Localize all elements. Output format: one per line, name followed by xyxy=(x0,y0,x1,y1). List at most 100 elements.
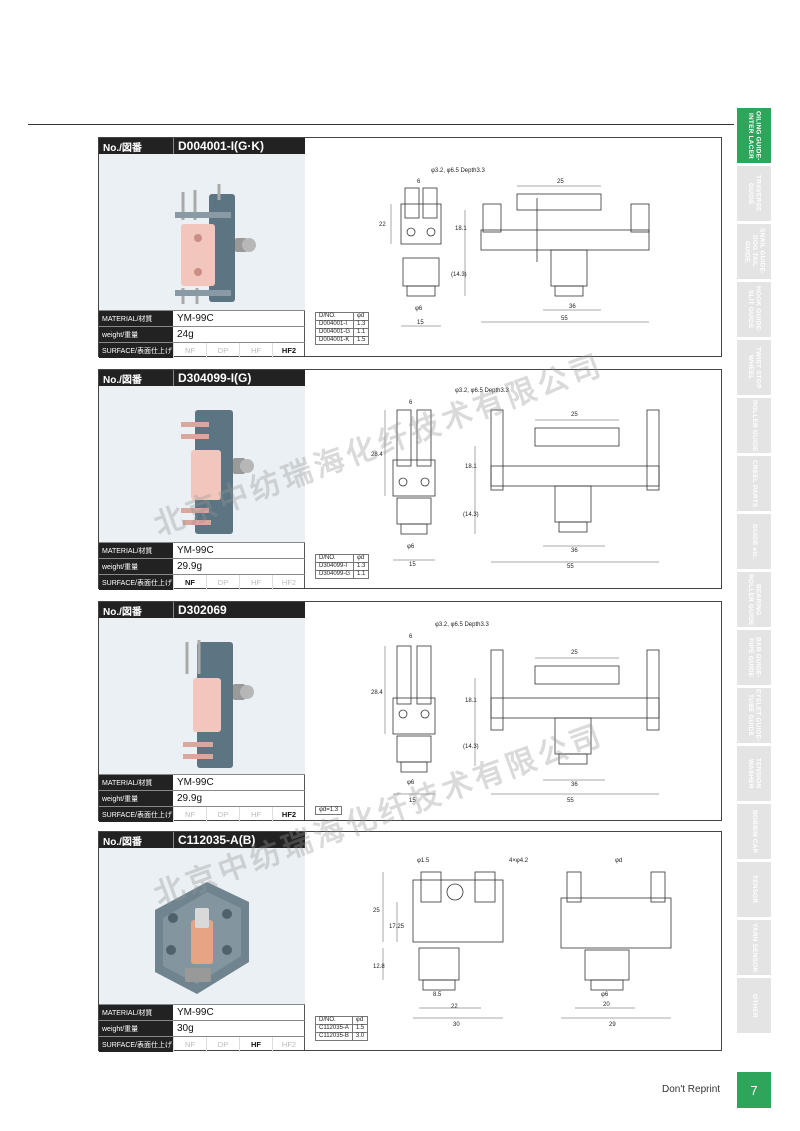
dim-w6: 6 xyxy=(409,634,413,640)
surface-nf: NF xyxy=(173,575,206,590)
side-tab-yarn-sensor[interactable]: YARN SENSOR xyxy=(737,920,771,975)
weight-row: weight/重量 29.9g xyxy=(99,790,305,806)
product-panel-3: No./図番 D302069 MATERIAL/材質 YM-99C weight… xyxy=(98,601,722,822)
material-row: MATERIAL/材質 YM-99C xyxy=(99,542,305,558)
product-photo xyxy=(99,848,305,1004)
side-tab-guide-etc[interactable]: GUIDE etc. xyxy=(737,514,771,569)
no-label: No./図番 xyxy=(99,138,173,154)
side-tab-hook-guide[interactable]: HOOK GUIDE- SLIT GUIDE xyxy=(737,282,771,337)
side-tab-traverse-guide[interactable]: TRAVERSE GUIDE xyxy=(737,166,771,221)
dim-w6: 6 xyxy=(409,400,413,406)
material-value: YM-99C xyxy=(177,1007,214,1018)
side-tab-tensor[interactable]: TENSOR xyxy=(737,862,771,917)
weight-row: weight/重量 24g xyxy=(99,326,305,342)
product-header: No./図番 D004001-I(G·K) xyxy=(99,138,305,154)
surface-row: SURFACE/表面仕上げ NF DP HF HF2 xyxy=(99,1036,305,1052)
dim-h143: (14.3) xyxy=(451,272,467,278)
surface-options: NF DP HF HF2 xyxy=(173,343,305,358)
dim-d15: φ1.5 xyxy=(417,858,430,864)
dim-h181: 18.1 xyxy=(465,698,477,704)
technical-drawing: φ1.5 4×φ4.2 φd 25 17.25 12.8 8.5 22 30 φ… xyxy=(305,832,721,1050)
side-tab-bobbin-cap[interactable]: BOBBIN CAP xyxy=(737,804,771,859)
dim-w36: 36 xyxy=(569,304,576,310)
product-panel-2: No./図番 D304099-I(G) MATERIAL/材質 YM-99C w… xyxy=(98,369,722,590)
no-label: No./図番 xyxy=(99,832,173,848)
footer-notice: Don't Reprint xyxy=(662,1084,721,1095)
side-tab-bearing-roller[interactable]: BEARING ROLLER GUIDE xyxy=(737,572,771,627)
surface-options: NF DP HF HF2 xyxy=(173,1037,305,1052)
dim-hole: φ3.2, φ6.5 Depth3.3 xyxy=(435,622,489,628)
dim-w55: 55 xyxy=(567,564,574,570)
surface-row: SURFACE/表面仕上げ NF DP HF HF2 xyxy=(99,342,305,358)
dim-h128: 12.8 xyxy=(373,964,385,970)
material-value: YM-99C xyxy=(177,777,214,788)
surface-hf2: HF2 xyxy=(272,343,305,358)
weight-value: 30g xyxy=(177,1023,194,1034)
side-tab-tension-washer[interactable]: TENSION WASHER xyxy=(737,746,771,801)
dim-w20: 20 xyxy=(603,1002,610,1008)
surface-hf: HF xyxy=(239,1037,272,1052)
surface-dp: DP xyxy=(206,343,239,358)
dim-w55: 55 xyxy=(567,798,574,804)
side-tab-eyelet-guide[interactable]: EYELET GUIDE- TUBE GUIDE xyxy=(737,688,771,743)
material-row: MATERIAL/材質 YM-99C xyxy=(99,1004,305,1020)
surface-hf: HF xyxy=(239,343,272,358)
dim-w25: 25 xyxy=(571,650,578,656)
dim-w15: 15 xyxy=(409,562,416,568)
side-tab-creel-parts[interactable]: CREEL PARTS xyxy=(737,456,771,511)
surface-hf2: HF2 xyxy=(272,575,305,590)
dim-h143: (14.3) xyxy=(463,744,479,750)
surface-hf: HF xyxy=(239,575,272,590)
surface-hf2: HF2 xyxy=(272,1037,305,1052)
side-tab-other[interactable]: OTHER xyxy=(737,978,771,1033)
side-tab-oiling-guide[interactable]: OILING GUIDE- INTER LACER xyxy=(737,108,771,163)
page-number: 7 xyxy=(737,1072,771,1108)
dim-w30: 30 xyxy=(453,1022,460,1028)
dim-h284: 28.4 xyxy=(371,690,383,696)
drawing-icon: φ3.2, φ6.5 Depth3.3 6 22 18.1 (14.3) φ6 … xyxy=(379,168,650,327)
material-row: MATERIAL/材質 YM-99C xyxy=(99,774,305,790)
product-info: No./図番 D302069 MATERIAL/材質 YM-99C weight… xyxy=(99,602,305,822)
side-tab-snail-guide[interactable]: SNAIL GUIDE- DOG TAIL GUIDE xyxy=(737,224,771,279)
weight-row: weight/重量 29.9g xyxy=(99,558,305,574)
product-photo xyxy=(99,386,305,542)
dim-h22: 22 xyxy=(379,222,386,228)
technical-drawing: φ3.2, φ6.5 Depth3.3 6 22 18.1 (14.3) φ6 … xyxy=(305,138,721,356)
product-header: No./図番 C112035-A(B) xyxy=(99,832,305,848)
product-code: D004001-I(G·K) xyxy=(173,138,305,154)
product-header: No./図番 D302069 xyxy=(99,602,305,618)
technical-drawing: φ3.2, φ6.5 Depth3.3 6 28.4 18.1 (14.3) φ… xyxy=(305,602,721,820)
product-info: No./図番 C112035-A(B) MATERIAL/材質 YM-99C w… xyxy=(99,832,305,1052)
dim-d6: φ6 xyxy=(407,780,415,786)
dim-h284: 28.4 xyxy=(371,452,383,458)
side-tab-roller-guide[interactable]: ROLLER GUIDE xyxy=(737,398,771,453)
product-code: D304099-I(G) xyxy=(173,370,305,386)
product-panel-4: No./図番 C112035-A(B) MATERIAL/材質 YM-99C w… xyxy=(98,831,722,1052)
top-rule xyxy=(28,124,734,125)
no-label: No./図番 xyxy=(99,370,173,386)
surface-options: NF DP HF HF2 xyxy=(173,575,305,590)
dim-w22: 22 xyxy=(451,1004,458,1010)
dim-w6: 6 xyxy=(417,179,421,185)
side-tab-twist-stop[interactable]: TWIST STOP WHEEL xyxy=(737,340,771,395)
product-code: D302069 xyxy=(173,602,305,618)
side-tab-bar-guide[interactable]: BAR GUIDE- PIPE GUIDE xyxy=(737,630,771,685)
surface-hf2: HF2 xyxy=(272,807,305,822)
surface-hf: HF xyxy=(239,807,272,822)
drawing-icon: φ1.5 4×φ4.2 φd 25 17.25 12.8 8.5 22 30 φ… xyxy=(373,858,672,1028)
surface-nf: NF xyxy=(173,807,206,822)
dim-h181: 18.1 xyxy=(455,226,467,232)
surface-dp: DP xyxy=(206,1037,239,1052)
product-info: No./図番 D004001-I(G·K) MATERIAL/材質 YM-99C xyxy=(99,138,305,358)
drawing-icon: φ3.2, φ6.5 Depth3.3 6 28.4 18.1 (14.3) φ… xyxy=(371,388,660,570)
guide-photo-icon xyxy=(175,184,256,304)
dim-d6: φ6 xyxy=(407,544,415,550)
dim-w25: 25 xyxy=(557,179,564,185)
